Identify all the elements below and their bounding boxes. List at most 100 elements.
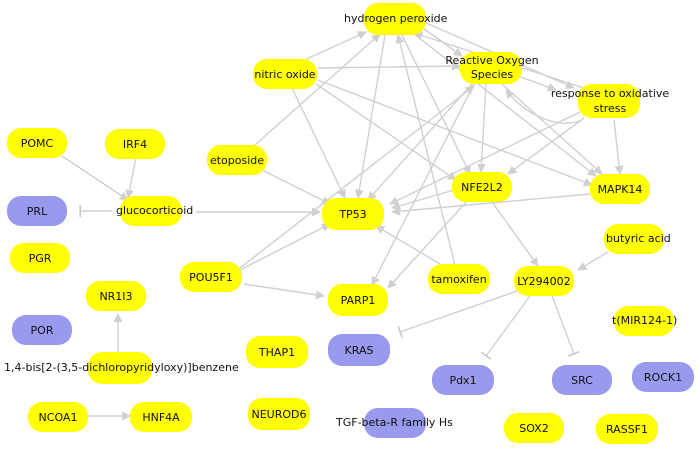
node-pomc[interactable]: POMC [7, 128, 67, 158]
node-sox2[interactable]: SOX2 [504, 413, 564, 443]
node-label: ROCK1 [643, 370, 683, 384]
node-label: t(MIR124-1) [612, 314, 678, 327]
node-label: nitric oxide [254, 67, 316, 81]
node-label: HNF4A [142, 410, 180, 424]
edge-hydrogen-peroxide-to-mapk14 [413, 33, 597, 177]
node-reactive-oxygen-species[interactable]: Reactive Oxygen Species [445, 52, 539, 84]
edge-nitric-oxide-to-hydrogen-peroxide [299, 31, 367, 63]
node-label: hydrogen peroxide [344, 12, 448, 25]
node-hnf4a[interactable]: HNF4A [130, 402, 192, 432]
node-label: NCOA1 [38, 410, 78, 424]
node-etoposide[interactable]: etoposide [207, 145, 267, 175]
edge-ly294002-inhibits-kras [397, 289, 521, 338]
node-label: POU5F1 [189, 270, 233, 284]
edge-pou5f1-to-parp1 [243, 283, 325, 300]
node-nr1i3[interactable]: NR1I3 [86, 281, 146, 311]
node-label: glucocorticoid [116, 204, 194, 217]
node-glucocorticoid[interactable]: glucocorticoid [116, 196, 193, 226]
node-label: Pdx1 [449, 373, 477, 387]
node-label: Reactive Oxygen Species [445, 54, 539, 81]
edge-nitric-oxide-to-mapk14 [317, 79, 593, 187]
node-tp53[interactable]: TP53 [322, 198, 384, 230]
node-src[interactable]: SRC [552, 365, 612, 395]
edge-nfe2l2-to-ly294002 [491, 201, 539, 267]
edge-nitric-oxide-to-ros [317, 61, 461, 71]
node-label: TP53 [339, 207, 367, 221]
edge-response-to-ros [505, 89, 583, 124]
node-dichloropyridyloxy-benzene[interactable]: 1,4-bis[2-(3,5-dichloropyridyloxy)]benze… [4, 352, 239, 384]
edge-nitric-oxide-to-tp53 [291, 87, 346, 199]
node-irf4[interactable]: IRF4 [105, 129, 165, 159]
edge-hydrogen-peroxide-to-nfe2l2 [401, 34, 471, 175]
edge-nfe2l2-to-parp1 [387, 199, 469, 289]
node-por[interactable]: POR [12, 315, 72, 345]
edge-ros-to-parp1 [371, 83, 475, 286]
node-nfe2l2[interactable]: NFE2L2 [452, 172, 512, 202]
edge-ros-to-nfe2l2 [476, 83, 487, 173]
node-parp1[interactable]: PARP1 [328, 284, 388, 316]
node-label: PGR [28, 251, 52, 265]
node-prl[interactable]: PRL [7, 196, 67, 226]
edge-response-to-mapk14 [613, 119, 624, 175]
node-label: POMC [20, 136, 54, 150]
edge-ly294002-inhibits-src [551, 295, 580, 357]
node-label: etoposide [209, 153, 265, 167]
node-label: PARP1 [340, 293, 376, 307]
edge-pou5f1-to-ros [239, 85, 475, 269]
edge-response-to-tp53 [389, 111, 581, 205]
node-label: IRF4 [122, 137, 148, 151]
node-label: 1,4-bis[2-(3,5-dichloropyridyloxy)]benze… [4, 361, 239, 374]
node-label: PRL [26, 204, 48, 218]
node-label: SOX2 [519, 421, 549, 435]
node-label: MAPK14 [597, 182, 643, 196]
node-nitric-oxide[interactable]: nitric oxide [253, 59, 317, 89]
edge-ros-to-mapk14 [501, 83, 603, 175]
node-ncoa1[interactable]: NCOA1 [28, 402, 88, 432]
node-pgr[interactable]: PGR [10, 243, 70, 273]
node-pdx1[interactable]: Pdx1 [432, 365, 494, 395]
node-response-to-oxidative-stress[interactable]: response to oxidative stress [551, 84, 669, 118]
node-pou5f1[interactable]: POU5F1 [180, 262, 242, 292]
node-kras[interactable]: KRAS [328, 334, 390, 366]
node-mir124[interactable]: t(MIR124-1) [612, 306, 678, 336]
node-label: KRAS [344, 343, 374, 357]
node-mapk14[interactable]: MAPK14 [590, 174, 650, 204]
edge-etoposide-to-tp53 [261, 169, 331, 205]
node-label: tamoxifen [431, 272, 487, 286]
node-butyric-acid[interactable]: butyric acid [604, 224, 671, 254]
edge-ros-to-tp53 [367, 83, 473, 201]
node-label: POR [30, 323, 54, 337]
edge-butyric-acid-to-ly294002 [577, 251, 609, 271]
edge-pomc-to-glucocorticoid [61, 155, 129, 201]
edge-ros-to-response [517, 75, 557, 92]
edge-pou5f1-to-tp53 [239, 223, 331, 271]
node-rassf1[interactable]: RASSF1 [596, 414, 658, 444]
node-label: NR1I3 [99, 289, 133, 303]
node-rock1[interactable]: ROCK1 [632, 362, 694, 392]
edge-hydrogen-peroxide-to-tp53 [354, 34, 386, 199]
node-label: butyric acid [606, 232, 671, 245]
node-ly294002[interactable]: LY294002 [514, 266, 574, 296]
node-tamoxifen[interactable]: tamoxifen [428, 264, 490, 294]
node-label: SRC [571, 373, 593, 387]
edge-response-to-nfe2l2 [507, 117, 585, 175]
node-label: RASSF1 [605, 422, 648, 436]
edge-tamoxifen-to-hydrogen-peroxide [395, 34, 456, 266]
node-thap1[interactable]: THAP1 [246, 336, 308, 368]
edge-ly294002-inhibits-pdx1 [480, 295, 531, 361]
edge-nfe2l2-to-tp53 [391, 189, 455, 211]
edge-irf4-to-glucocorticoid [125, 157, 137, 199]
node-label: NFE2L2 [461, 180, 503, 194]
node-tgf-beta-r[interactable]: TGF-beta-R family Hs [336, 408, 453, 438]
node-label: response to oxidative stress [550, 87, 670, 115]
node-label: NEUROD6 [251, 407, 307, 421]
node-label: LY294002 [517, 274, 571, 288]
edge-mapk14-to-tp53 [391, 193, 591, 216]
node-label: THAP1 [258, 345, 296, 359]
edge-etoposide-to-hydrogen-peroxide [237, 33, 381, 161]
edge-nitric-oxide-to-nfe2l2 [315, 83, 457, 181]
node-label: TGF-beta-R family Hs [336, 416, 453, 429]
node-hydrogen-peroxide[interactable]: hydrogen peroxide [344, 3, 447, 35]
node-neurod6[interactable]: NEUROD6 [248, 398, 310, 430]
